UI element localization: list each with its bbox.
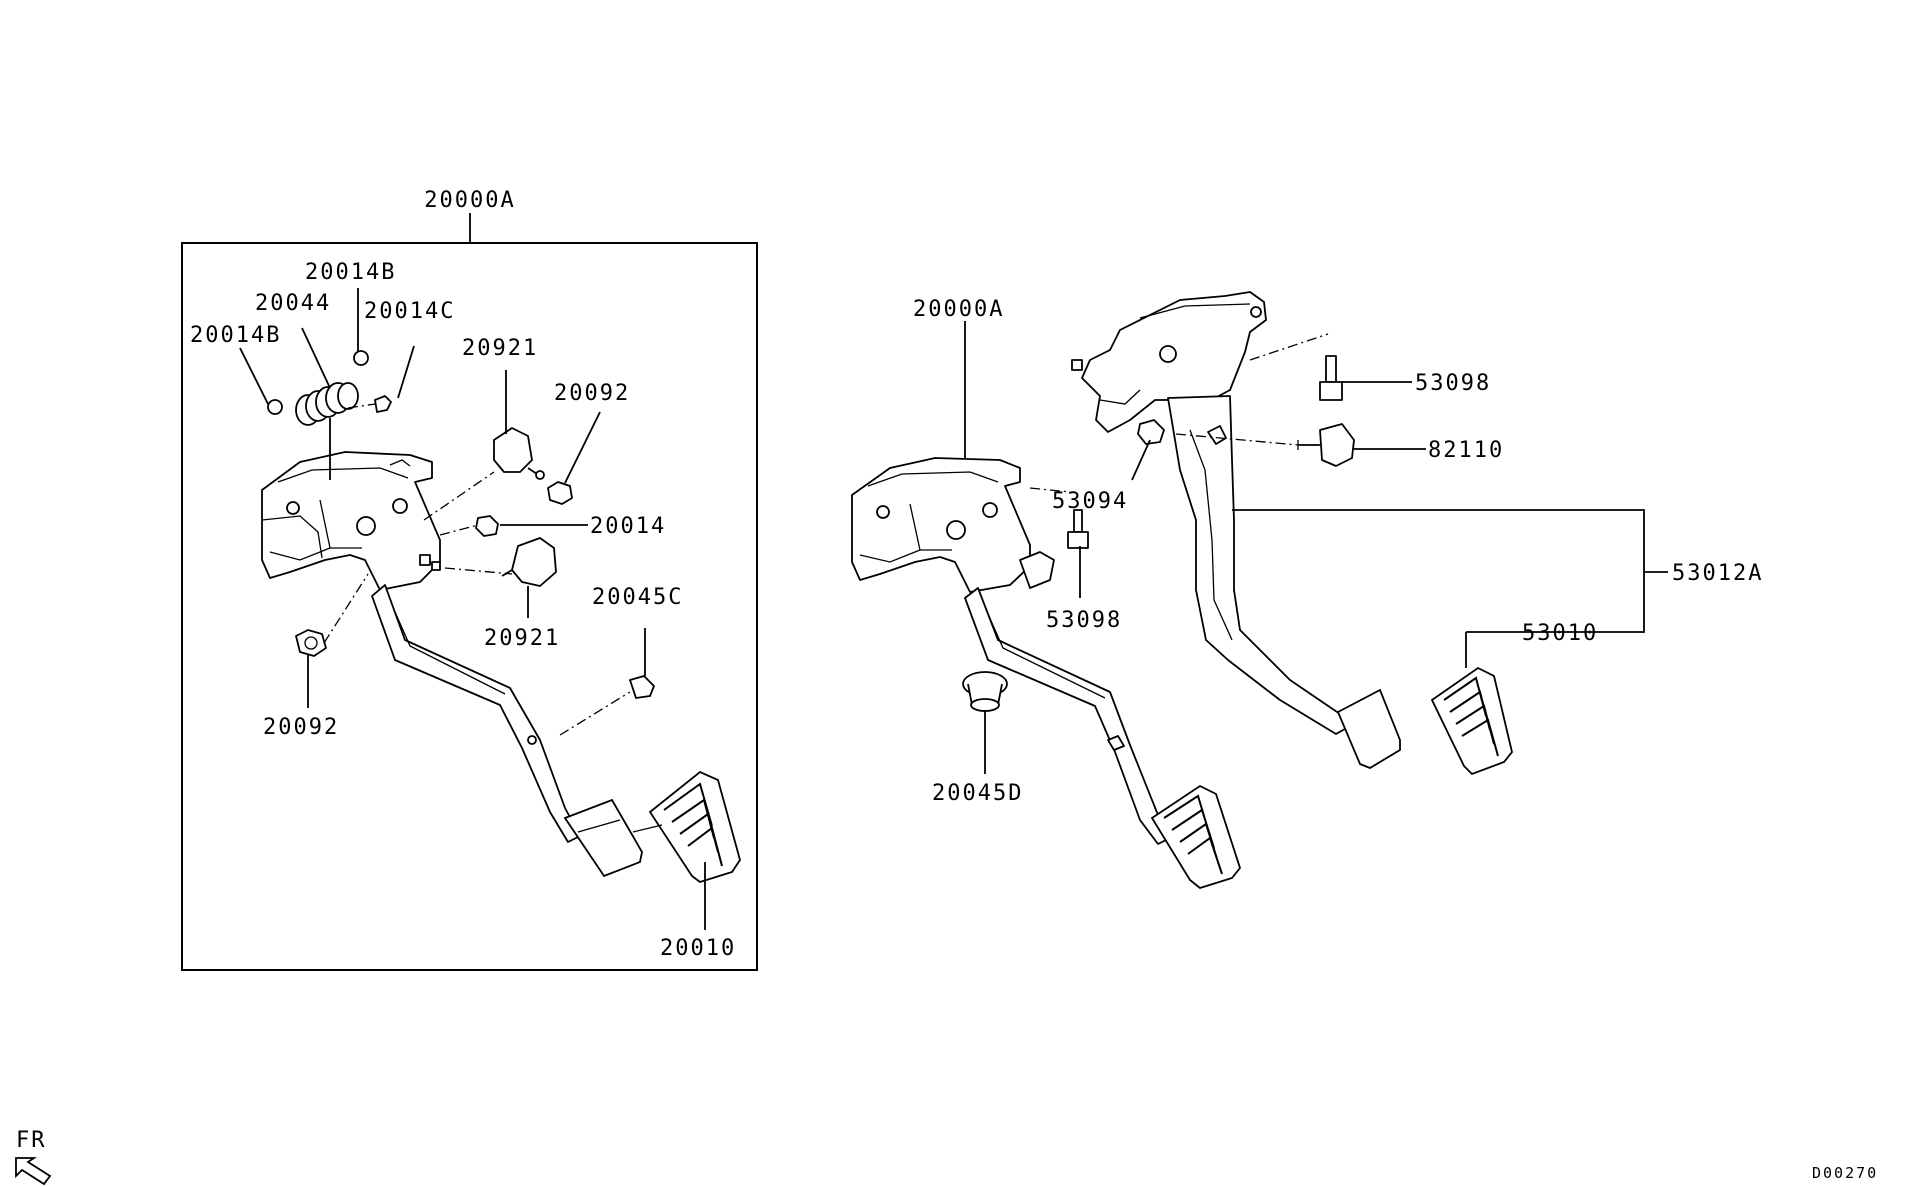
brake-pedal-plate — [1336, 688, 1401, 770]
label-20092-top: 20092 — [554, 381, 630, 406]
clip-20014B-top — [353, 350, 369, 366]
front-arrow-icon — [15, 1157, 52, 1186]
clip-20045C — [629, 675, 655, 699]
clip-20014B-left — [267, 399, 283, 415]
left-pedal-bracket — [261, 451, 441, 591]
label-53012A: 53012A — [1672, 561, 1763, 586]
label-20014B-top: 20014B — [305, 260, 396, 285]
switch-20921-top — [493, 427, 545, 480]
right-clutch-arm — [964, 587, 1171, 845]
label-20045D: 20045D — [932, 781, 1023, 806]
right-clutch-pad — [1150, 784, 1242, 890]
front-direction-indicator: FR — [15, 1128, 52, 1186]
label-20000A-right: 20000A — [913, 297, 1004, 322]
bolt-53098-mid — [1067, 509, 1089, 549]
nut-20092-bottom — [295, 629, 327, 657]
nut-20092-top — [547, 481, 573, 505]
label-20092-bottom: 20092 — [263, 715, 339, 740]
bushing-20014 — [475, 515, 499, 537]
brake-bracket — [1071, 291, 1267, 433]
label-82110: 82110 — [1428, 438, 1504, 463]
label-53098-mid: 53098 — [1046, 608, 1122, 633]
clip-20014C — [374, 395, 392, 413]
grommet-20045D — [962, 671, 1008, 712]
switch-82110 — [1297, 423, 1355, 467]
label-20000A-left: 20000A — [424, 188, 515, 213]
label-20010: 20010 — [660, 936, 736, 961]
label-53094: 53094 — [1052, 489, 1128, 514]
label-20921-top: 20921 — [462, 336, 538, 361]
label-53098-top: 53098 — [1415, 371, 1491, 396]
left-assembly-group: 20000A 20014B 20044 20014C 20014B 20921 … — [181, 188, 758, 971]
label-20045C: 20045C — [592, 585, 683, 610]
label-20044: 20044 — [255, 291, 331, 316]
label-20014B-left: 20014B — [190, 323, 281, 348]
right-pedal-bracket — [851, 457, 1055, 593]
label-fr: FR — [16, 1128, 47, 1153]
label-53010: 53010 — [1522, 621, 1598, 646]
bolt-53098-top — [1319, 355, 1343, 401]
label-20921-bottom: 20921 — [484, 626, 560, 651]
brake-pedal-pad — [1430, 666, 1513, 776]
left-pedal-pad — [632, 770, 741, 883]
return-spring — [295, 382, 359, 480]
left-pedal-arm — [371, 584, 643, 878]
label-20014C: 20014C — [364, 299, 455, 324]
diagram-code: D00270 — [1812, 1164, 1878, 1182]
right-assembly-group: 20000A 53098 82110 53094 53098 53012A 53… — [851, 291, 1763, 890]
clip-53094 — [1137, 419, 1165, 445]
label-20014: 20014 — [590, 514, 666, 539]
switch-20921-bottom — [501, 537, 557, 587]
